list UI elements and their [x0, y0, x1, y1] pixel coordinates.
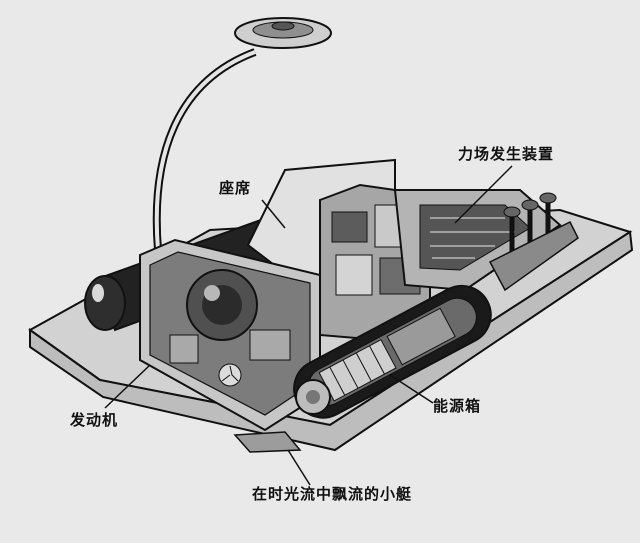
deck-front-notch — [233, 431, 302, 453]
leader-boat — [287, 449, 311, 486]
rear-valves — [488, 220, 579, 292]
label-force-field: 力场发生装置 — [458, 145, 555, 163]
leader-seat — [261, 199, 286, 229]
leader-energy-box — [389, 374, 434, 404]
label-engine: 发动机 — [70, 411, 119, 429]
label-energy-box: 能源箱 — [433, 397, 482, 415]
deck-side — [29, 230, 634, 452]
leader-engine — [104, 364, 151, 409]
label-seat: 座席 — [219, 179, 252, 197]
label-boat: 在时光流中飘流的小艇 — [252, 485, 413, 503]
leader-force-field — [454, 165, 513, 224]
energy-tube — [293, 284, 492, 419]
